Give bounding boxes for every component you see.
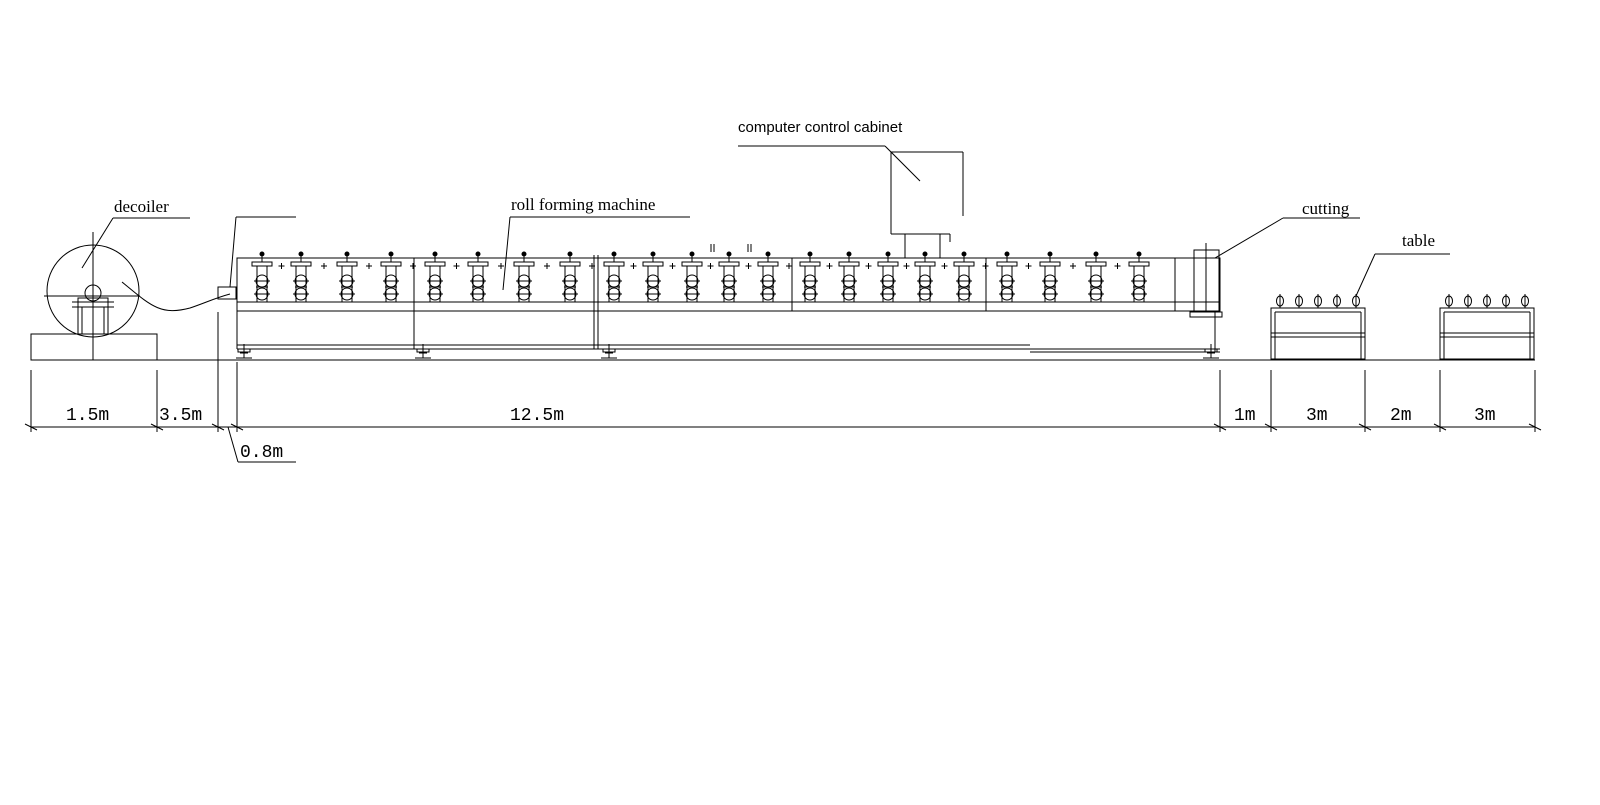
roller-stations: [251, 251, 1150, 302]
roller-station: [914, 251, 948, 302]
table-label: table: [1402, 231, 1435, 250]
dimension-lines: [24, 312, 1542, 463]
dim-gap-guide: 3.5m: [159, 406, 202, 426]
roller-station: [996, 251, 1032, 302]
roller-station: [1039, 251, 1076, 302]
roller-station: [799, 251, 833, 302]
dim-table2: 3m: [1474, 406, 1496, 426]
roller-station: [603, 251, 637, 302]
roller-station: [1085, 251, 1121, 302]
table-roller: [1333, 294, 1341, 308]
table-roller: [1521, 294, 1529, 308]
table-roller: [1483, 294, 1491, 308]
machine-foot: [601, 344, 617, 359]
machine-feet: [236, 344, 1219, 359]
roller-station: [290, 251, 327, 302]
roller-station: [838, 251, 872, 302]
decoiler-label: decoiler: [114, 197, 169, 216]
decoiler-base: [30, 333, 158, 361]
dim-table1: 3m: [1306, 406, 1328, 426]
roller-station: [877, 251, 910, 302]
table-roller: [1464, 294, 1472, 308]
roller-station: [380, 251, 416, 302]
roller-station: [953, 251, 989, 302]
roller-station: [757, 251, 792, 302]
table-roller: [1295, 294, 1303, 308]
roller-station: [467, 251, 504, 302]
decoiler: [30, 232, 231, 361]
computer-control-cabinet-label: computer control cabinet: [738, 119, 903, 136]
cutting-label: cutting: [1302, 199, 1350, 218]
table-roller: [1502, 294, 1510, 308]
steel-strip: [121, 281, 231, 312]
roller-station: [559, 251, 595, 302]
dim-table-gap: 2m: [1390, 406, 1412, 426]
dim-decoiler: 1.5m: [66, 406, 109, 426]
table-roller: [1445, 294, 1453, 308]
machine-foot: [415, 344, 431, 359]
roll-forming-machine: [236, 251, 1221, 359]
cutting-unit: [1189, 217, 1360, 318]
roller-station: [642, 251, 676, 302]
table-roller: [1276, 294, 1284, 308]
dim-guide: 0.8m: [240, 443, 283, 463]
roller-station: [513, 251, 550, 302]
roller-station: [1128, 251, 1150, 302]
table-1: [1270, 253, 1450, 360]
control-cabinet: [710, 145, 964, 258]
roller-station: [336, 251, 372, 302]
roller-station: [681, 251, 714, 302]
table-roller: [1352, 294, 1360, 308]
feed-guide: [217, 216, 296, 300]
machine-foot: [1203, 344, 1219, 359]
roll-forming-machine-label: roll forming machine: [511, 195, 655, 214]
roller-station: [718, 251, 752, 302]
table-2: [1439, 294, 1535, 360]
roller-station: [424, 251, 460, 302]
machine-foot: [236, 344, 252, 359]
dim-cutting-gap: 1m: [1234, 406, 1256, 426]
table-roller: [1314, 294, 1322, 308]
roller-station: [251, 251, 285, 302]
dim-machine: 12.5m: [510, 406, 564, 426]
